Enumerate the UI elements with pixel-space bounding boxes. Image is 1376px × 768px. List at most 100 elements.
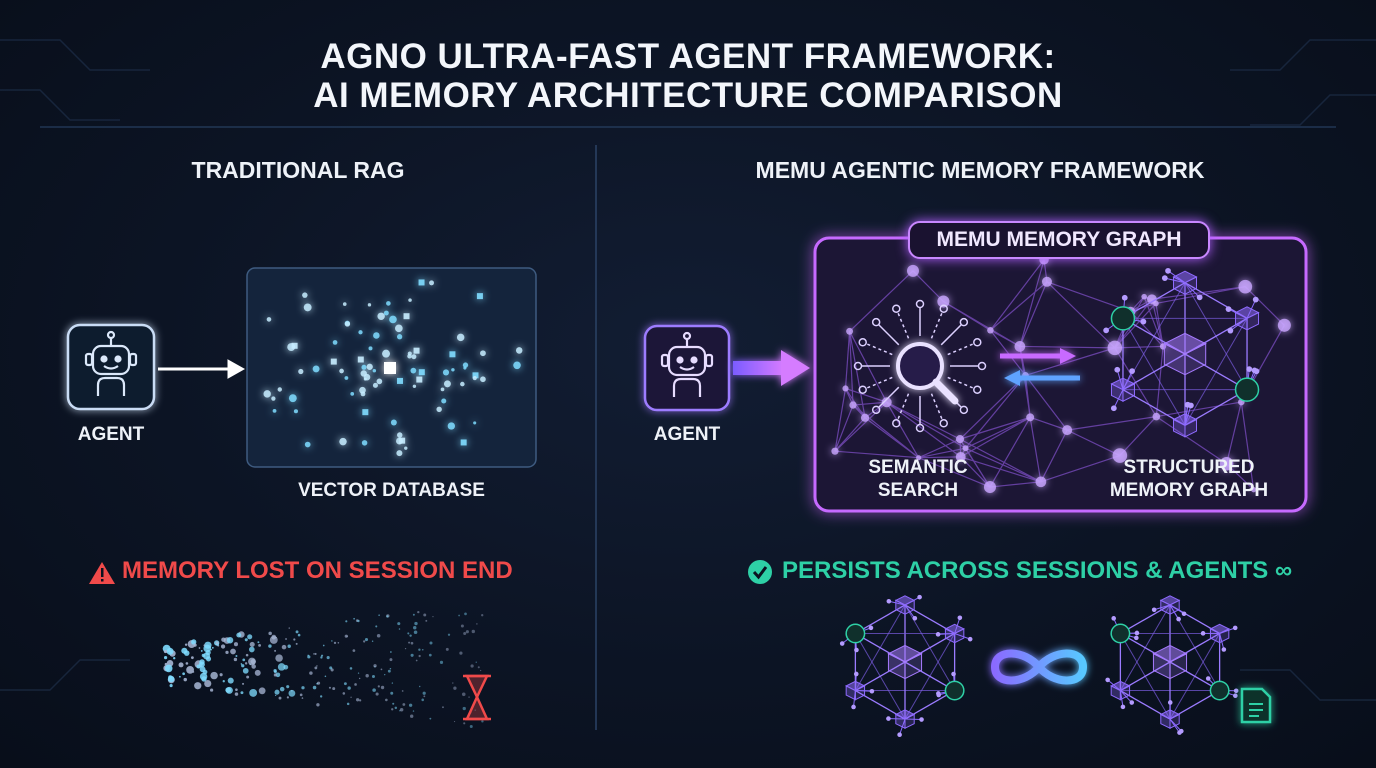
mesh-node — [987, 326, 994, 334]
graph-node — [1120, 704, 1126, 710]
memory-particle — [470, 664, 474, 668]
cube-right — [904, 652, 923, 680]
vector-point — [330, 358, 337, 365]
vector-point — [397, 432, 403, 438]
memory-particle — [399, 707, 404, 712]
vector-point — [407, 351, 412, 356]
memory-particle — [288, 689, 296, 697]
vector-point — [362, 409, 369, 416]
memory-particle — [309, 671, 313, 675]
vector-point — [443, 380, 451, 388]
memory-particle — [459, 651, 463, 655]
mesh-node — [906, 264, 919, 277]
memory-particle — [258, 643, 261, 647]
memory-particle — [389, 668, 392, 670]
mesh-edge — [845, 387, 887, 403]
graph-node — [1129, 700, 1135, 705]
mesh-node — [1041, 276, 1052, 287]
memory-particle — [453, 686, 457, 690]
memory-particle — [413, 626, 417, 630]
search-ray-node — [892, 419, 901, 428]
vector-point — [271, 396, 276, 401]
memory-particle — [442, 706, 444, 709]
graph-sphere — [845, 623, 866, 644]
graph-node — [1165, 267, 1171, 274]
memory-graph-title: MEMU MEMORY GRAPH — [908, 221, 1210, 259]
memory-particle — [287, 644, 291, 648]
graph-node — [1121, 294, 1128, 301]
memory-particle — [398, 628, 401, 630]
memory-particle — [358, 677, 361, 680]
graph-node — [917, 594, 922, 600]
vector-point — [360, 391, 366, 397]
memory-particle — [475, 661, 477, 663]
graph-node — [1252, 296, 1259, 303]
memory-particle — [377, 685, 380, 688]
mesh-edge — [918, 456, 961, 459]
memory-particle — [210, 648, 212, 651]
memory-particle — [474, 709, 476, 711]
rag-agent-box — [66, 323, 156, 411]
vector-point — [298, 368, 304, 375]
graph-node — [935, 632, 941, 637]
graph-node — [869, 688, 875, 694]
search-ray — [930, 312, 943, 339]
vector-point — [302, 292, 308, 298]
memory-particle — [286, 696, 289, 699]
memory-particle — [385, 698, 388, 702]
mesh-node — [1153, 300, 1159, 307]
memory-particle — [412, 613, 415, 616]
cube-right — [904, 713, 915, 730]
graph-edge — [938, 632, 955, 635]
memory-particle — [183, 650, 190, 656]
memory-particle — [429, 641, 433, 645]
mesh-edge — [1240, 401, 1255, 490]
search-ray-node — [959, 317, 969, 327]
memory-particle — [353, 617, 355, 620]
vector-point — [396, 377, 403, 384]
graph-node — [868, 625, 874, 631]
mesh-edge — [912, 270, 944, 302]
search-ray — [897, 393, 910, 420]
graph-node — [1196, 294, 1203, 301]
memory-particle — [222, 680, 225, 683]
mesh-edge — [960, 416, 1031, 458]
memory-particle — [337, 642, 340, 644]
vector-point — [429, 280, 435, 286]
mesh-node — [1035, 476, 1047, 488]
memory-particle — [445, 647, 449, 651]
mesh-edge — [1029, 417, 1042, 482]
vector-point — [266, 317, 272, 322]
vector-point — [293, 409, 299, 414]
graph-node — [1103, 327, 1110, 334]
mesh-node — [1277, 318, 1291, 332]
memory-particle — [297, 633, 301, 637]
memu-heading: MEMU AGENTIC MEMORY FRAMEWORK — [755, 157, 1205, 183]
memory-particle — [220, 644, 226, 649]
memory-particle — [401, 690, 404, 692]
vector-point — [441, 398, 447, 404]
mesh-edge — [1156, 416, 1227, 465]
vector-database-label: VECTOR DATABASE — [298, 480, 485, 501]
memory-particle — [423, 695, 426, 698]
mesh-node — [1062, 425, 1073, 436]
memory-particle — [418, 648, 421, 651]
memory-particle — [314, 666, 318, 670]
persisted-graph-right — [1105, 595, 1239, 735]
mesh-edge — [849, 270, 914, 332]
memory-particle — [480, 669, 482, 672]
memory-particle — [481, 720, 484, 723]
memory-particle — [277, 663, 286, 671]
vector-point — [303, 303, 312, 312]
cube-right — [904, 599, 915, 615]
memory-particle — [301, 686, 305, 690]
graph-node — [1134, 630, 1140, 636]
search-ray-node — [858, 385, 867, 394]
graph-node — [919, 717, 924, 722]
mesh-node — [1250, 486, 1257, 493]
search-ray-node — [915, 299, 925, 309]
mesh-edge — [848, 331, 866, 418]
mesh-edge — [1040, 454, 1121, 483]
